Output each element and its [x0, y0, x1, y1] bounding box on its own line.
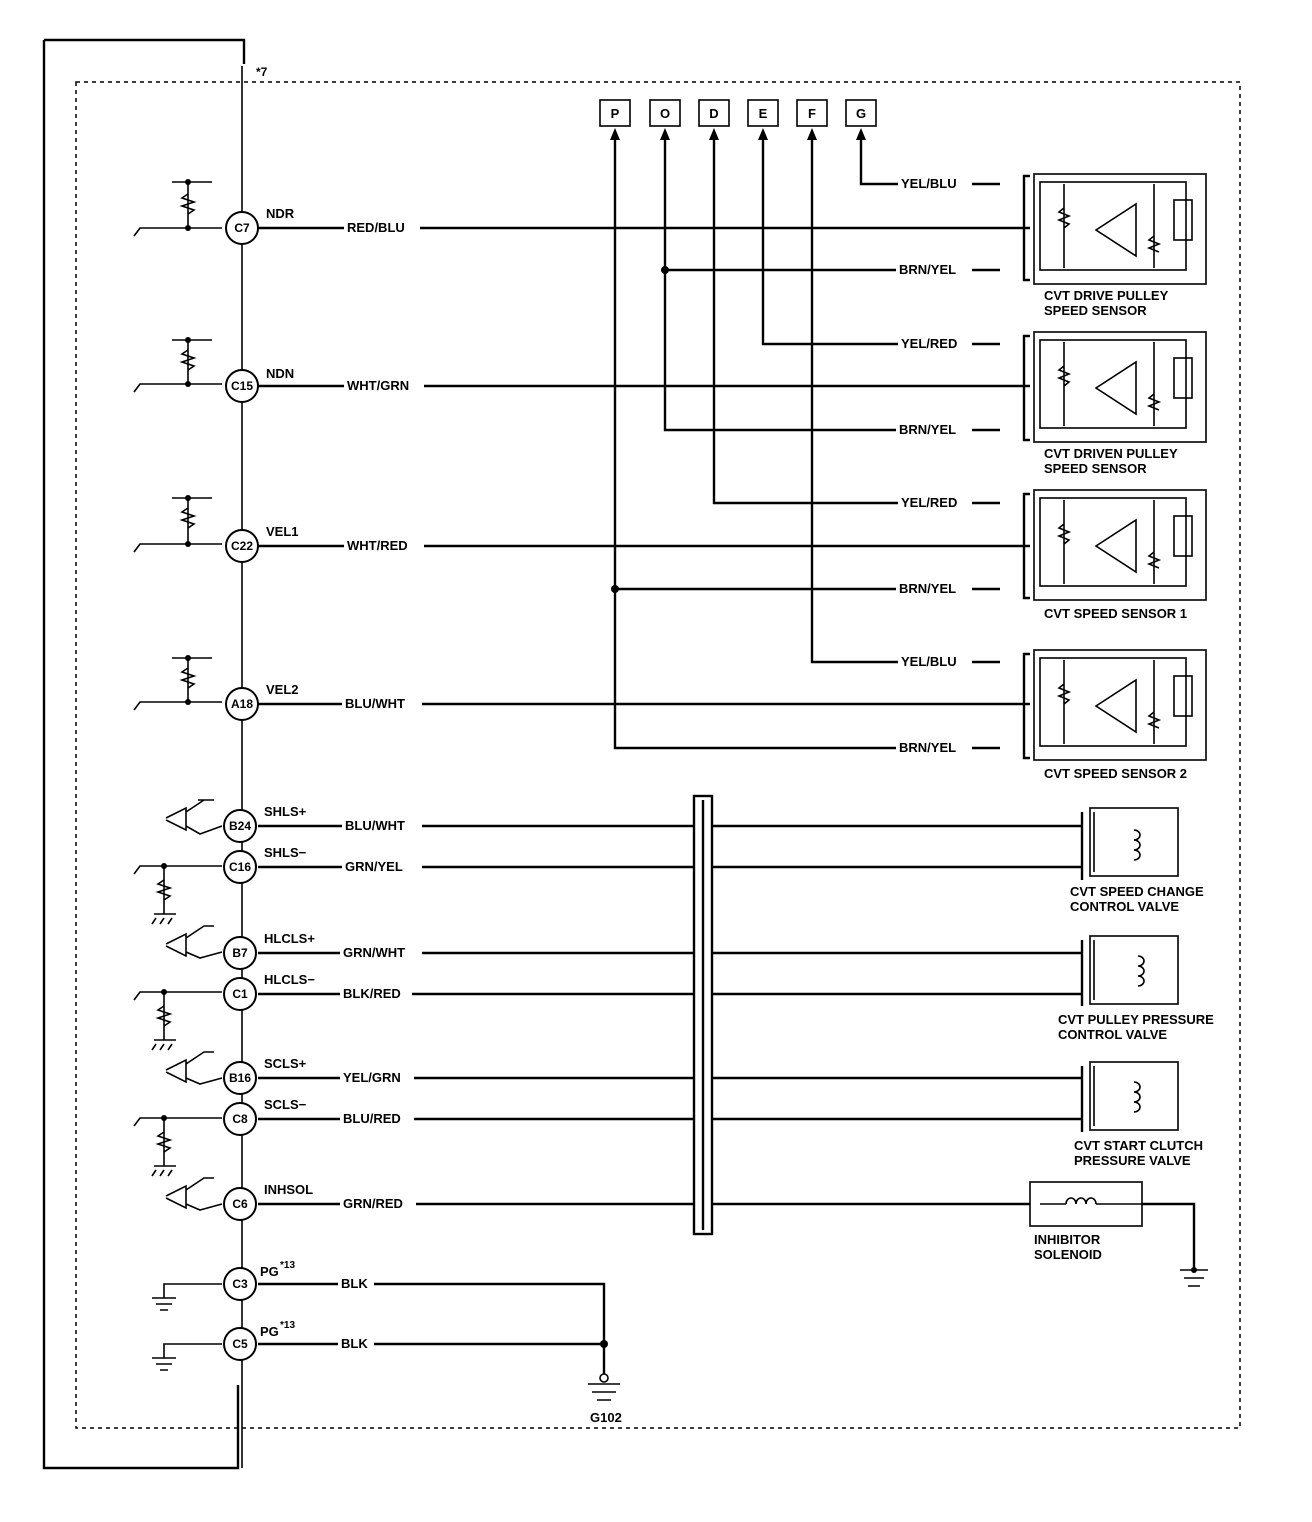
wire-color-label: BLK/RED [343, 986, 401, 1001]
terminal-pin-labels: C7 C15 C22 A18 B24 C16 B7 C1 B16 C8 C6 C… [229, 221, 253, 1351]
connector-letter: P [611, 106, 620, 121]
signal-label: NDN [266, 366, 294, 381]
pin-label: C3 [232, 1277, 248, 1291]
connector-letter: F [808, 106, 816, 121]
ground-ref-note: *13 [280, 1260, 295, 1271]
connector-F: F [796, 99, 828, 127]
wire-color-label: WHT/GRN [347, 378, 409, 393]
pin-label: C7 [234, 221, 250, 235]
pin-label: C8 [232, 1112, 248, 1126]
pin-label: C15 [231, 379, 253, 393]
sensor-name: CVT DRIVE PULLEY [1044, 288, 1169, 303]
connector-letter: E [759, 106, 768, 121]
pcm-housing: *7 [42, 38, 1241, 1470]
wire-color-labels: RED/BLU WHT/GRN WHT/RED BLU/WHT BLU/WHT … [338, 218, 424, 1352]
signal-label: SCLS− [264, 1097, 307, 1112]
wire-color-label: GRN/YEL [345, 859, 403, 874]
signal-label: PG [260, 1264, 279, 1279]
pin-label: A18 [231, 697, 253, 711]
wire-color-label: BLK [341, 1336, 368, 1351]
connector-letter: D [709, 106, 718, 121]
pin-label: B7 [232, 946, 248, 960]
pin-label: C5 [232, 1337, 248, 1351]
connector-letter: G [856, 106, 866, 121]
signal-label: PG [260, 1324, 279, 1339]
wire-color-label: GRN/RED [343, 1196, 403, 1211]
pcm-note: *7 [256, 65, 268, 79]
valve-name: CVT PULLEY PRESSURE [1058, 1012, 1214, 1027]
sensor-name: CVT SPEED SENSOR 2 [1044, 766, 1187, 781]
signal-label: SCLS+ [264, 1056, 307, 1071]
pin-label: C22 [231, 539, 253, 553]
signal-label: HLCLS− [264, 972, 315, 987]
signal-label: SHLS+ [264, 804, 307, 819]
pin-label: B16 [229, 1071, 251, 1085]
sensor-name: SPEED SENSOR [1044, 303, 1147, 318]
valve-name: PRESSURE VALVE [1074, 1153, 1191, 1168]
pin-label: C16 [229, 860, 251, 874]
wire-color-label: BRN/YEL [899, 422, 956, 437]
connector-P: P [599, 99, 631, 127]
wire-color-label: BRN/YEL [899, 262, 956, 277]
wire-color-label: YEL/GRN [343, 1070, 401, 1085]
sensor-name: SPEED SENSOR [1044, 461, 1147, 476]
signal-label: VEL1 [266, 524, 299, 539]
signal-label: INHSOL [264, 1182, 313, 1197]
pin-label: C6 [232, 1197, 248, 1211]
pcm-internal-circuits [133, 179, 223, 1371]
wire-color-label: BLU/WHT [345, 818, 405, 833]
valve-name: CVT SPEED CHANGE [1070, 884, 1204, 899]
inhibitor-name: SOLENOID [1034, 1247, 1102, 1262]
sensor-name: CVT DRIVEN PULLEY [1044, 446, 1178, 461]
connector-G: G [845, 99, 877, 127]
inhibitor-name: INHIBITOR [1034, 1232, 1101, 1247]
sensor-drive-pulley: CVT DRIVE PULLEY SPEED SENSOR [1022, 173, 1207, 318]
ground-label: G102 [590, 1410, 622, 1425]
ground-ref-note: *13 [280, 1320, 295, 1331]
wire-color-label: YEL/BLU [901, 176, 957, 191]
wire-color-label: YEL/BLU [901, 654, 957, 669]
pin-label: C1 [232, 987, 248, 1001]
wire-color-label: GRN/WHT [343, 945, 405, 960]
wire-color-label: BRN/YEL [899, 581, 956, 596]
signal-label: HLCLS+ [264, 931, 315, 946]
connector-letter: O [660, 106, 670, 121]
wire-color-label: BLU/RED [343, 1111, 401, 1126]
valve-pulley-pressure: CVT PULLEY PRESSURE CONTROL VALVE [1058, 935, 1214, 1042]
valve-speed-change: CVT SPEED CHANGE CONTROL VALVE [1070, 807, 1204, 914]
sensor-name: CVT SPEED SENSOR 1 [1044, 606, 1187, 621]
connector-wires [610, 128, 1000, 750]
valve-name: CONTROL VALVE [1070, 899, 1179, 914]
wire-color-label: YEL/RED [901, 336, 957, 351]
connector-E: E [747, 99, 779, 127]
wire-color-label: RED/BLU [347, 220, 405, 235]
valve-name: CVT START CLUTCH [1074, 1138, 1203, 1153]
signal-label: SHLS− [264, 845, 307, 860]
sensor-speed-2: CVT SPEED SENSOR 2 [1022, 649, 1207, 781]
valve-name: CONTROL VALVE [1058, 1027, 1167, 1042]
wire-color-label: WHT/RED [347, 538, 408, 553]
sensor-speed-1: CVT SPEED SENSOR 1 [1022, 489, 1207, 621]
ground-G102: G102 [588, 1373, 622, 1425]
pin-label: B24 [229, 819, 251, 833]
inhibitor-solenoid: INHIBITOR SOLENOID [1029, 1181, 1208, 1287]
signal-label: NDR [266, 206, 295, 221]
connector-O: O [649, 99, 681, 127]
valve-start-clutch: CVT START CLUTCH PRESSURE VALVE [1074, 1061, 1203, 1168]
connector-D: D [698, 99, 730, 127]
signal-names: NDR NDN VEL1 VEL2 SHLS+ SHLS− HLCLS+ HLC… [260, 206, 315, 1339]
wire-color-label: BRN/YEL [899, 740, 956, 755]
wire-color-label: YEL/RED [901, 495, 957, 510]
sensor-driven-pulley: CVT DRIVEN PULLEY SPEED SENSOR [1022, 331, 1207, 476]
wire-color-label: BLK [341, 1276, 368, 1291]
terminal-circles [223, 211, 259, 1361]
wire-bundle-bar [692, 794, 714, 1236]
sensor-wire-labels: YEL/BLU BRN/YEL YEL/RED BRN/YEL YEL/RED … [896, 174, 972, 756]
signal-label: VEL2 [266, 682, 299, 697]
wire-color-label: BLU/WHT [345, 696, 405, 711]
